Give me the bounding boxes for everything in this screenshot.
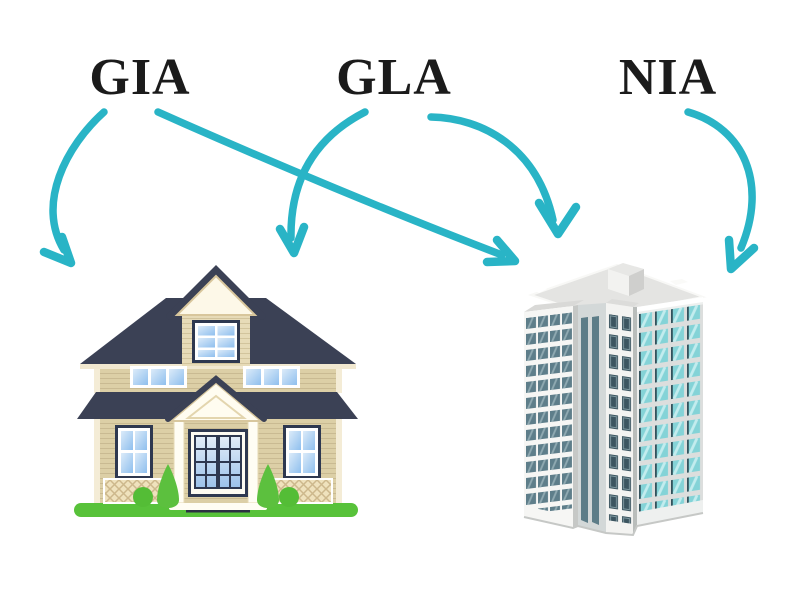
dormer	[166, 265, 266, 366]
second-floor-window-left	[130, 366, 187, 388]
porch	[165, 375, 267, 513]
building-left-tower	[524, 300, 584, 528]
building-roof	[527, 263, 707, 312]
arrow-gla-to-office-building	[427, 113, 581, 239]
first-floor-window-left	[112, 425, 156, 483]
building-core-glass	[578, 303, 606, 533]
first-floor-window-right	[280, 425, 324, 483]
arrow-gia-to-house	[39, 108, 108, 268]
label-gia: GIA	[89, 49, 191, 106]
arrow-nia-to-office-building	[684, 108, 759, 274]
office-building-illustration	[523, 263, 707, 537]
bushes	[133, 464, 299, 508]
front-door	[188, 429, 248, 497]
arrow-gla-to-house	[275, 108, 369, 258]
building-base-line	[523, 512, 704, 537]
roof-penthouse	[608, 263, 644, 296]
porch-step	[169, 503, 267, 510]
building-middle-column	[606, 299, 639, 535]
house-illustration	[74, 265, 358, 517]
second-floor-window-right	[243, 366, 300, 388]
arrow-gia-to-office-building	[154, 108, 520, 267]
building-right-tower	[637, 297, 703, 526]
label-gla: GLA	[336, 49, 452, 106]
walkway-line	[186, 510, 250, 513]
label-nia: NIA	[618, 49, 718, 106]
